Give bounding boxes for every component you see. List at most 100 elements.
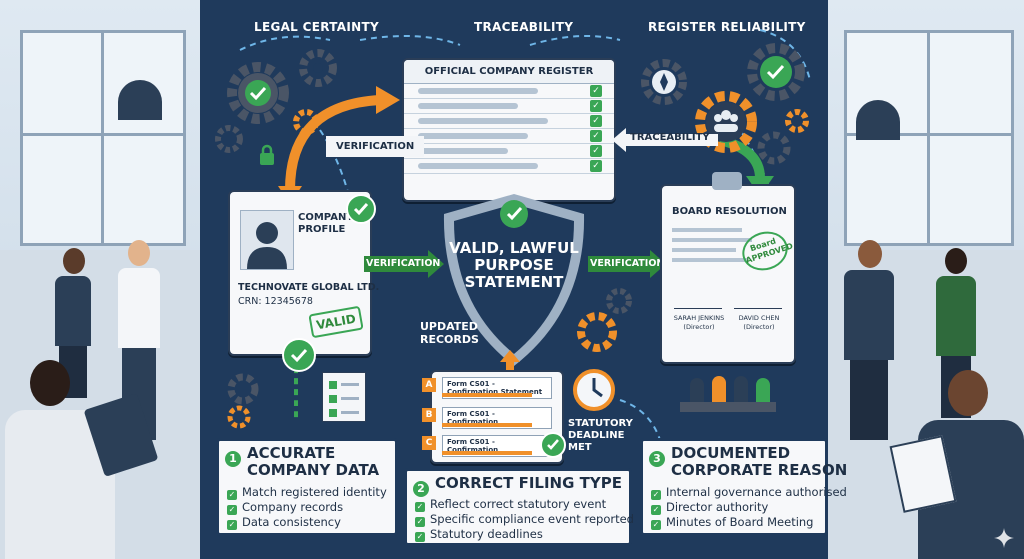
check-icon: ✓: [590, 115, 602, 127]
updated-records-label: UPDATED RECORDS: [420, 320, 479, 346]
verification-label-right: VERIFICATION: [590, 258, 665, 269]
section-documented-corporate-reason: 3 DOCUMENTED CORPORATE REASON ✓Internal …: [640, 438, 847, 536]
gear-orange-icon: [226, 404, 252, 430]
check-icon: ✓: [590, 145, 602, 157]
signer1-name: SARAH JENKINS: [673, 314, 725, 322]
person-seated-tablet: [5, 360, 159, 559]
gear-icon: [214, 124, 244, 154]
clipboard-clip-icon: [712, 172, 742, 190]
check-icon: ✓: [227, 520, 237, 530]
check-icon: ✓: [590, 85, 602, 97]
check-icon: ✓: [415, 517, 425, 527]
statutory-deadline-label: STATUTORY DEADLINE MET: [568, 418, 633, 453]
check-icon: ✓: [651, 520, 661, 530]
check-circle-icon: [346, 194, 376, 224]
check-icon: ✓: [227, 505, 237, 515]
label-register-reliability: REGISTER RELIABILITY: [648, 20, 806, 34]
person-seated-document: [889, 370, 1024, 559]
check-icon: ✓: [651, 490, 661, 500]
office-left-background: [0, 0, 200, 559]
gear-icon: [604, 286, 634, 316]
section-3-bullet: ✓Internal governance authorised: [651, 485, 847, 500]
gear-icon: [756, 130, 792, 166]
ceiling-lamp: [118, 80, 162, 120]
filing-forms-card: A Form CS01 - Confirmation Statement B F…: [422, 370, 564, 464]
official-company-register: OFFICIAL COMPANY REGISTER ✓ ✓ ✓ ✓ ✓ ✓: [402, 58, 616, 202]
gear-check-icon: [225, 60, 291, 126]
section-correct-filing-type: 2 CORRECT FILING TYPE ✓Reflect correct s…: [404, 468, 634, 546]
company-name: TECHNOVATE GLOBAL LTD.: [238, 282, 380, 293]
traceability-label: TRACEABILITY: [630, 132, 710, 143]
traceability-arrow: [612, 128, 718, 152]
register-row: ✓: [404, 159, 614, 174]
gear-check-icon: [746, 42, 806, 102]
check-icon: ✓: [590, 100, 602, 112]
register-title: OFFICIAL COMPANY REGISTER: [404, 60, 614, 84]
check-icon: ✓: [590, 160, 602, 172]
company-crn: CRN: 12345678: [238, 296, 313, 307]
section-accurate-company-data: 1 ACCURATE COMPANY DATA ✓Match registere…: [216, 438, 398, 536]
board-resolution-title: BOARD RESOLUTION: [672, 206, 787, 217]
section-number-3: 3: [649, 451, 665, 467]
section-3-title-line2: CORPORATE REASON: [671, 461, 848, 479]
check-circle-icon: [540, 432, 566, 458]
team-gear-icon: [694, 90, 758, 154]
arrow-up-icon: [500, 350, 520, 370]
section-number-2: 2: [413, 481, 429, 497]
section-2-bullet: ✓Reflect correct statutory event: [415, 497, 607, 512]
verification-label-left: VERIFICATION: [366, 258, 441, 269]
label-traceability: TRACEABILITY: [474, 20, 574, 34]
signature-2: [734, 298, 782, 309]
check-circle-icon: [282, 338, 316, 372]
register-row: ✓: [404, 129, 614, 144]
section-3-title-line1: DOCUMENTED: [671, 444, 791, 462]
sparkle-icon: [994, 528, 1014, 548]
compass-gear-icon: [640, 58, 688, 106]
check-icon: ✓: [590, 130, 602, 142]
checklist-document-icon: [322, 372, 366, 422]
check-circle-icon: [500, 200, 528, 228]
section-1-bullet: ✓Data consistency: [227, 515, 341, 530]
shield-line1: VALID, LAWFUL: [449, 239, 579, 257]
board-resolution-card: BOARD RESOLUTION Board APPROVED SARAH JE…: [660, 184, 796, 364]
form-letter-b: B: [422, 408, 436, 422]
gear-orange-icon: [784, 108, 810, 134]
form-letter-a: A: [422, 378, 436, 392]
gear-orange-icon: [292, 108, 320, 136]
ceiling-lamp: [856, 100, 900, 140]
section-2-bullet: ✓Specific compliance event reported: [415, 512, 634, 527]
signature-1: [674, 298, 722, 309]
section-1-title-line2: COMPANY DATA: [247, 461, 380, 479]
signer2-name: DAVID CHEN: [738, 314, 780, 322]
section-2-title-line1: CORRECT FILING TYPE: [435, 474, 622, 492]
section-1-title-line1: ACCURATE: [247, 444, 336, 462]
gear-icon: [298, 48, 338, 88]
section-2-bullet: ✓Statutory deadlines: [415, 527, 543, 542]
person-man-suit: [844, 240, 894, 440]
section-1-bullet: ✓Match registered identity: [227, 485, 387, 500]
check-icon: ✓: [651, 505, 661, 515]
label-legal-certainty: LEGAL CERTAINTY: [254, 20, 379, 34]
shield-statement: VALID, LAWFUL PURPOSE STATEMENT: [438, 190, 590, 370]
board-meeting-illustration: [680, 372, 776, 422]
gear-icon: [226, 372, 260, 406]
section-number-1: 1: [225, 451, 241, 467]
register-row: ✓: [404, 144, 614, 159]
register-row: ✓: [404, 114, 614, 129]
signer2-role: (Director): [743, 323, 775, 331]
check-icon: ✓: [415, 502, 425, 512]
check-icon: ✓: [415, 532, 425, 542]
register-row: ✓: [404, 99, 614, 114]
shield-line3: STATEMENT: [464, 273, 564, 291]
profile-title: COMPANY PROFILE: [298, 212, 354, 235]
gear-orange-icon: [575, 310, 619, 354]
shield-icon: [443, 194, 585, 366]
signer1-role: (Director): [683, 323, 715, 331]
valid-stamp: VALID: [308, 305, 364, 339]
clock-icon: [572, 368, 616, 412]
approved-stamp: Board APPROVED: [737, 225, 794, 277]
section-3-bullet: ✓Director authority: [651, 500, 769, 515]
register-row: ✓: [404, 84, 614, 99]
avatar: [240, 210, 294, 270]
section-3-bullet: ✓Minutes of Board Meeting: [651, 515, 814, 530]
